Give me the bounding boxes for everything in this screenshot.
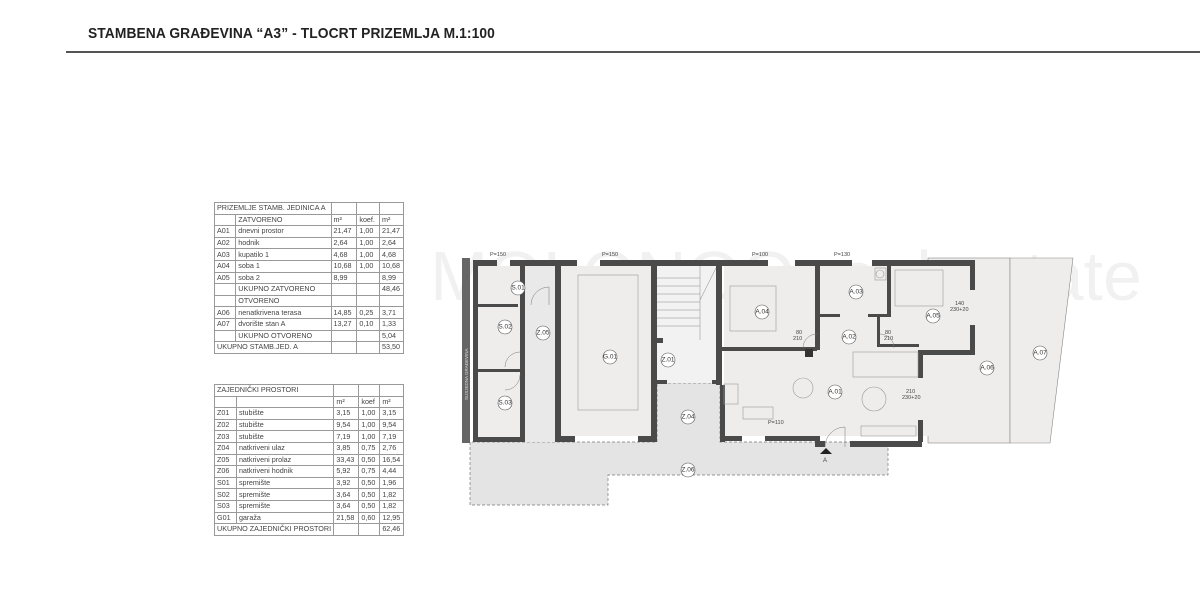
column-header: m²: [330, 213, 358, 227]
room-g01: G.01: [602, 349, 617, 365]
dimension-labels: P=150 P=150 P=100 P=130 P=110 80 210 80 …: [490, 252, 969, 426]
total-value: 53,50: [379, 341, 404, 354]
svg-text:140: 140: [955, 301, 964, 307]
svg-text:P=150: P=150: [490, 252, 506, 258]
room-a03: A.03: [848, 284, 864, 300]
room-z04: Z.04: [680, 409, 696, 425]
table-row: UKUPNO STAMB.JED. A 53,50: [214, 341, 404, 354]
room-z01: Z.01: [660, 352, 676, 368]
room-a04: A.04: [754, 304, 770, 320]
svg-text:A.01: A.01: [828, 389, 842, 396]
table-heading: PRIZEMLJE STAMB. JEDINICA A: [214, 202, 332, 215]
room-s02: S.02: [497, 319, 513, 335]
svg-text:210: 210: [793, 336, 802, 342]
column-header: m²: [333, 395, 360, 409]
svg-text:P=130: P=130: [834, 252, 850, 258]
furniture: [723, 267, 944, 437]
room-a01: A.01: [827, 384, 843, 400]
neighbour-building-wall: [462, 258, 470, 443]
svg-text:A.05: A.05: [926, 313, 940, 320]
svg-text:S.01: S.01: [511, 285, 525, 292]
covered-area-z06: [469, 382, 889, 506]
svg-text:P=100: P=100: [752, 252, 768, 258]
section-label: ZATVORENO: [235, 213, 332, 227]
room-a07: A.07: [1032, 345, 1048, 361]
table-row: UKUPNO ZAJEDNIČKI PROSTORI 62,46: [213, 523, 404, 536]
walls: [473, 260, 975, 447]
passage-interior: [525, 266, 555, 442]
svg-text:P=150: P=150: [602, 252, 618, 258]
title-divider: [66, 51, 1200, 53]
svg-text:Z.01: Z.01: [661, 357, 674, 364]
staircase: [657, 266, 717, 340]
svg-text:P=110: P=110: [768, 420, 784, 426]
sheet-title: STAMBENA GRAĐEVINA “A3” - TLOCRT PRIZEML…: [88, 25, 495, 42]
room-a02: A.02: [841, 329, 857, 345]
neighbour-label: SUSJEDNA GRAĐEVINA: [464, 348, 469, 400]
svg-text:Z.06: Z.06: [681, 467, 694, 474]
room-z06: Z.06: [680, 462, 696, 478]
chimney-icon: [805, 349, 813, 357]
total-value: 62,46: [379, 523, 404, 536]
svg-text:230+20: 230+20: [902, 395, 921, 401]
table-row: OTVORENO: [213, 294, 404, 308]
room-a06: A.06: [979, 360, 995, 376]
room-labels: S.01 S.02 S.03 Z.05 G.01 Z.01 Z.04 Z.06 …: [497, 280, 1048, 478]
svg-text:80: 80: [796, 330, 802, 336]
svg-text:80: 80: [885, 330, 891, 336]
svg-text:210: 210: [884, 336, 893, 342]
svg-text:210: 210: [906, 389, 915, 395]
svg-text:S.02: S.02: [498, 324, 512, 331]
svg-text:Z.04: Z.04: [681, 414, 694, 421]
total-label: UKUPNO ZAJEDNIČKI PROSTORI: [213, 523, 335, 536]
svg-text:A.06: A.06: [980, 365, 994, 372]
svg-text:Z.05: Z.05: [536, 330, 549, 337]
column-header: m²: [379, 213, 404, 227]
table-row: PRIZEMLJE STAMB. JEDINICA A: [214, 202, 404, 215]
total-label: UKUPNO STAMB.JED. A: [214, 341, 332, 354]
doors: [504, 286, 895, 448]
room-s03: S.03: [497, 395, 513, 411]
svg-text:A.03: A.03: [849, 289, 863, 296]
section-label: A: [823, 458, 827, 464]
car-outline: [577, 274, 639, 411]
svg-text:A.02: A.02: [842, 334, 856, 341]
section-arrow-icon: [820, 448, 832, 454]
room-s01: S.01: [510, 280, 526, 296]
storage-interior: [478, 266, 520, 438]
room-a05: A.05: [925, 308, 941, 324]
room-z05: Z.05: [535, 325, 551, 341]
svg-text:A.07: A.07: [1033, 350, 1047, 357]
svg-text:A.04: A.04: [755, 309, 769, 316]
svg-text:S.03: S.03: [498, 400, 512, 407]
svg-text:G.01: G.01: [603, 354, 617, 361]
svg-text:230+20: 230+20: [950, 307, 969, 313]
